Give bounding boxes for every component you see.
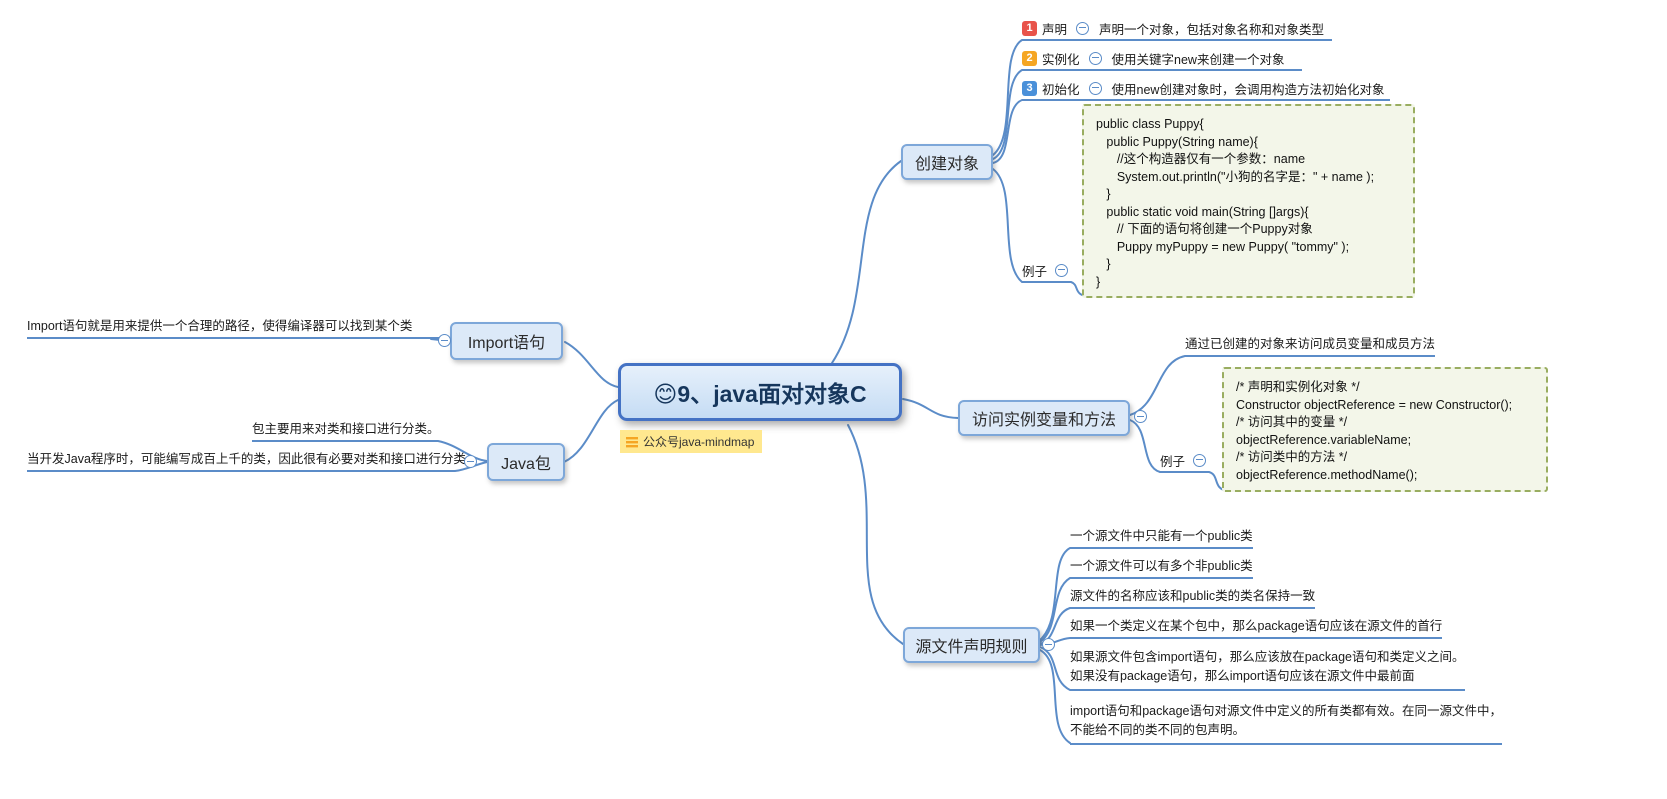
collapse-icon[interactable]	[1076, 21, 1090, 35]
code-block-access[interactable]: /* 声明和实例化对象 */ Constructor objectReferen…	[1222, 367, 1548, 492]
step-row-declare[interactable]: 1 声明 声明一个对象，包括对象名称和对象类型	[1022, 19, 1332, 41]
java-package-note-bottom[interactable]: 当开发Java程序时，可能编写成百上千的类，因此很有必要对类和接口进行分类	[27, 451, 466, 472]
collapse-icon[interactable]	[1042, 638, 1055, 651]
priority-badge-3: 3	[1022, 80, 1037, 96]
code-block-puppy[interactable]: public class Puppy{ public Puppy(String …	[1082, 104, 1415, 298]
topic-access-members[interactable]: 访问实例变量和方法	[958, 400, 1130, 436]
watermark-text: 公众号java-mindmap	[643, 435, 755, 449]
import-note[interactable]: Import语句就是用来提供一个合理的路径，使得编译器可以找到某个类	[27, 318, 439, 339]
rule-item[interactable]: 一个源文件中只能有一个public类	[1070, 528, 1253, 549]
central-topic[interactable]: 😊9、java面对对象C	[618, 363, 902, 421]
step-row-initialize[interactable]: 3 初始化 使用new创建对象时，会调用构造方法初始化对象	[1022, 79, 1390, 101]
topic-import-statement[interactable]: Import语句	[450, 322, 563, 360]
collapse-icon[interactable]	[1088, 81, 1102, 95]
collapse-icon[interactable]	[464, 455, 477, 468]
collapse-icon[interactable]	[1193, 453, 1207, 467]
topic-create-object[interactable]: 创建对象	[901, 144, 993, 180]
rule-item[interactable]: 如果一个类定义在某个包中，那么package语句应该在源文件的首行	[1070, 618, 1443, 639]
example-label[interactable]: 例子	[1160, 454, 1186, 469]
collapse-icon[interactable]	[1134, 410, 1147, 423]
rule-item[interactable]: 源文件的名称应该和public类的类名保持一致	[1070, 588, 1316, 609]
priority-badge-1: 1	[1022, 20, 1037, 36]
note-icon	[626, 436, 638, 447]
watermark-label: 公众号java-mindmap	[620, 430, 763, 453]
collapse-icon[interactable]	[438, 334, 451, 347]
step-label[interactable]: 初始化	[1042, 82, 1080, 97]
example-label[interactable]: 例子	[1022, 264, 1048, 279]
access-note[interactable]: 通过已创建的对象来访问成员变量和成员方法	[1185, 336, 1436, 357]
example-row[interactable]: 例子	[1160, 451, 1209, 473]
java-package-note-top[interactable]: 包主要用来对类和接口进行分类。	[252, 421, 440, 442]
collapse-icon[interactable]	[1055, 263, 1069, 277]
step-row-instantiate[interactable]: 2 实例化 使用关键字new来创建一个对象	[1022, 49, 1302, 71]
step-desc[interactable]: 声明一个对象，包括对象名称和对象类型	[1099, 22, 1325, 37]
rule-item[interactable]: 如果源文件包含import语句，那么应该放在package语句和类定义之间。 如…	[1070, 648, 1465, 691]
step-label[interactable]: 声明	[1042, 22, 1068, 37]
step-label[interactable]: 实例化	[1042, 52, 1080, 67]
step-desc[interactable]: 使用new创建对象时，会调用构造方法初始化对象	[1111, 82, 1385, 97]
rule-item[interactable]: 一个源文件可以有多个非public类	[1070, 558, 1253, 579]
topic-source-file-rules[interactable]: 源文件声明规则	[903, 627, 1040, 663]
topic-java-package[interactable]: Java包	[487, 443, 565, 481]
step-desc[interactable]: 使用关键字new来创建一个对象	[1111, 52, 1285, 67]
collapse-icon[interactable]	[1088, 51, 1102, 65]
rule-item[interactable]: import语句和package语句对源文件中定义的所有类都有效。在同一源文件中…	[1070, 702, 1502, 745]
example-row[interactable]: 例子	[1022, 261, 1071, 283]
priority-badge-2: 2	[1022, 50, 1037, 66]
